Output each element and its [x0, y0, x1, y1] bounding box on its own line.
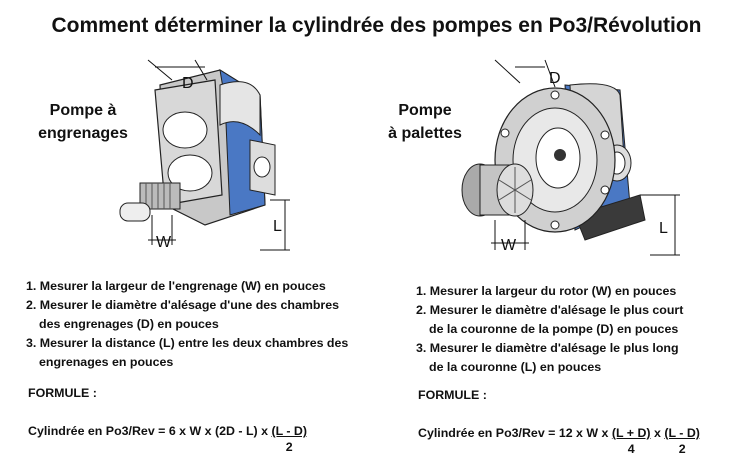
- vane-pump-label: Pompe à palettes: [375, 99, 475, 145]
- vane-formula: Cylindrée en Po3/Rev = 12 x W x (L + D)4…: [418, 426, 700, 456]
- vane-dim-l-label: L: [659, 220, 668, 237]
- vane-pump-foot: [574, 194, 646, 241]
- vane-pump-steps: 1. Mesurer la largeur du rotor (W) en po…: [416, 282, 683, 377]
- vane-pump-label-line1: Pompe: [398, 102, 452, 119]
- gear-step-2: 2. Mesurer le diamètre d'alésage d'une d…: [26, 298, 340, 331]
- vane-pump-shaft-hole: [554, 149, 566, 161]
- gear-dim-w-label: W: [156, 234, 172, 251]
- vane-dim-d-label: D: [549, 70, 561, 87]
- gear-step-1: 1. Mesurer la largeur de l'engrenage (W)…: [26, 279, 326, 293]
- gear-shaft: [119, 202, 151, 222]
- vane-formula-fraction-1: (L + D)4: [611, 426, 651, 456]
- gear-step-3: 3. Mesurer la distance (L) entre les deu…: [26, 336, 349, 369]
- vane-step-3: 3. Mesurer le diamètre d'alésage le plus…: [416, 341, 679, 374]
- gear-chamber-bottom: [167, 154, 213, 192]
- gear-chamber-top: [162, 111, 208, 149]
- gear-pump-port: [253, 156, 271, 178]
- vane-step-2: 2. Mesurer le diamètre d'alésage le plus…: [416, 303, 684, 336]
- gear-pump-label-line2: engrenages: [38, 125, 128, 142]
- vane-pump-illustration: D W L: [461, 59, 680, 256]
- vane-step-1: 1. Mesurer la largeur du rotor (W) en po…: [416, 284, 677, 298]
- vane-formula-fraction-2: (L - D)2: [664, 426, 700, 456]
- gear-dim-d-label: D: [182, 75, 194, 92]
- gear-pump-label-line1: Pompe à: [49, 102, 117, 119]
- page-title: Comment déterminer la cylindrée des pomp…: [51, 14, 702, 37]
- vane-pump-label-line2: à palettes: [388, 125, 462, 142]
- gear-pump-label: Pompe à engrenages: [28, 99, 138, 145]
- gear-formula: Cylindrée en Po3/Rev = 6 x W x (2D - L) …: [28, 424, 307, 454]
- vane-dim-w-label: W: [501, 237, 517, 254]
- gear-formula-heading: FORMULE :: [28, 386, 97, 400]
- gear-formula-fraction: (L - D)2: [271, 424, 307, 454]
- gear-pump-top: [219, 81, 261, 137]
- gear-pump-steps: 1. Mesurer la largeur de l'engrenage (W)…: [26, 277, 348, 372]
- gear-dim-l-label: L: [273, 218, 282, 235]
- vane-formula-heading: FORMULE :: [418, 388, 487, 402]
- gear-pump-illustration: D W L: [119, 59, 290, 251]
